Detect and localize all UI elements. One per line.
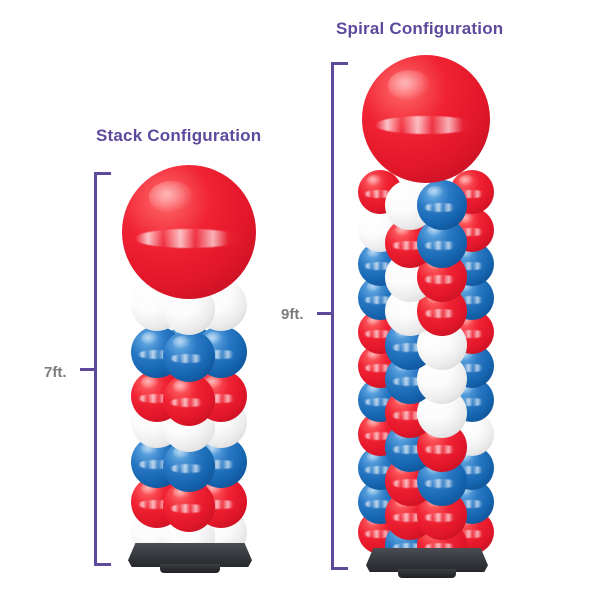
- topper-balloon-red: [362, 55, 490, 183]
- balloon-red-front: [163, 374, 215, 426]
- bracket-spine: [331, 62, 334, 570]
- stack-height-bracket: [80, 172, 112, 566]
- spiral-column-base: [366, 548, 488, 578]
- base-plate: [366, 548, 488, 572]
- base-lip: [160, 564, 220, 573]
- bracket-arm-bottom: [94, 563, 111, 566]
- balloon-blue: [417, 180, 467, 230]
- bracket-arm-top: [331, 62, 348, 65]
- spiral-height-bracket: [317, 62, 349, 570]
- stack-height-label: 7ft.: [44, 364, 67, 381]
- bracket-arm-top: [94, 172, 111, 175]
- bracket-arm-bottom: [331, 567, 348, 570]
- spiral-height-label: 9ft.: [281, 306, 304, 323]
- topper-balloon-red: [122, 165, 256, 299]
- stack-column-base: [128, 543, 252, 573]
- base-plate: [128, 543, 252, 567]
- bracket-label-tick: [80, 368, 95, 371]
- spiral-configuration-title: Spiral Configuration: [336, 19, 504, 38]
- stack-configuration-title: Stack Configuration: [96, 126, 262, 145]
- bracket-spine: [94, 172, 97, 566]
- bracket-label-tick: [317, 312, 332, 315]
- balloon-blue-front: [163, 440, 215, 492]
- base-lip: [397, 569, 457, 578]
- balloon-blue-front: [163, 330, 215, 382]
